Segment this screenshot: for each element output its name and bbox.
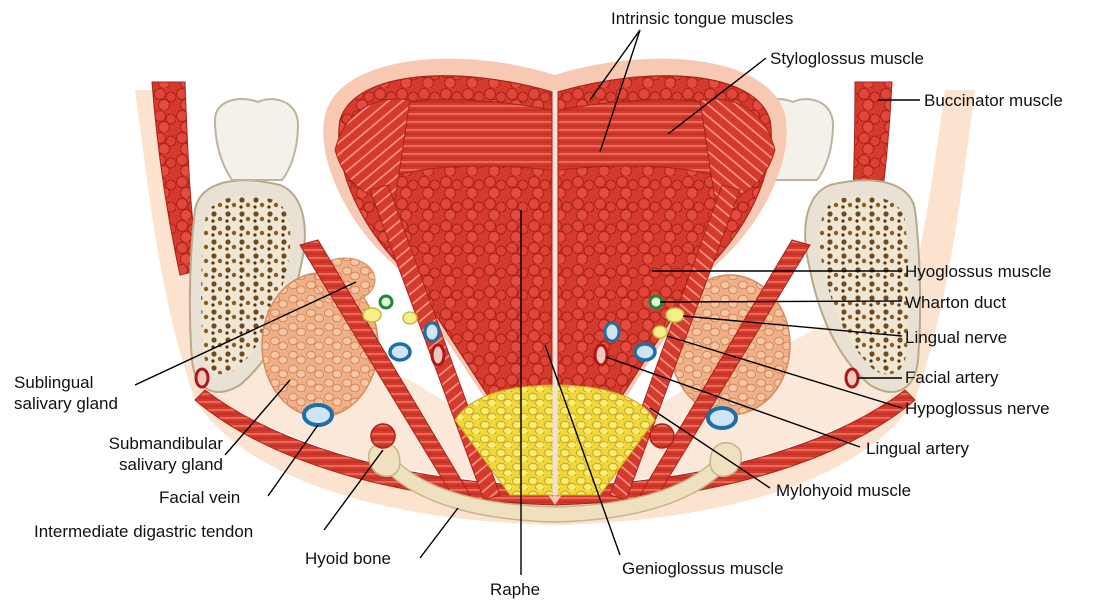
lingual-nerve-right: [666, 308, 684, 322]
vein-left-2: [390, 344, 410, 360]
label-submandibular-line1: Submandibular: [103, 433, 223, 454]
vein-right-3: [605, 323, 619, 341]
label-sublingual-line1: Sublingual: [14, 372, 118, 393]
facial-artery-right: [846, 369, 858, 387]
wharton-duct-left: [380, 296, 392, 308]
label-lingual-artery: Lingual artery: [866, 438, 969, 459]
label-intrinsic-tongue-muscles: Intrinsic tongue muscles: [611, 8, 793, 29]
tooth-left: [215, 99, 298, 180]
label-hyoid-bone: Hyoid bone: [305, 548, 391, 569]
facial-vein-right: [708, 408, 736, 428]
vein-left-3: [425, 323, 439, 341]
label-sublingual-line2: salivary gland: [14, 393, 118, 414]
label-buccinator-muscle: Buccinator muscle: [924, 90, 1063, 111]
label-mylohyoid-muscle: Mylohyoid muscle: [776, 480, 911, 501]
hypoglossal-nerve-right: [653, 326, 667, 338]
vein-right-2: [635, 344, 655, 360]
label-lingual-nerve: Lingual nerve: [905, 327, 1007, 348]
label-hyoglossus-muscle: Hyoglossus muscle: [905, 261, 1051, 282]
label-genioglossus-muscle: Genioglossus muscle: [622, 558, 784, 579]
label-hypoglossus-nerve: Hypoglossus nerve: [905, 398, 1050, 419]
digastric-tendon-left: [371, 424, 395, 448]
hypoglossal-nerve-left: [403, 312, 417, 324]
label-submandibular-line2: salivary gland: [103, 454, 223, 475]
label-intermediate-digastric-tendon: Intermediate digastric tendon: [34, 521, 253, 542]
label-facial-artery: Facial artery: [905, 367, 999, 388]
label-wharton-duct: Wharton duct: [905, 292, 1006, 313]
facial-vein-left: [304, 405, 332, 425]
label-submandibular-salivary-gland: Submandibular salivary gland: [103, 433, 223, 475]
lingual-artery-left: [432, 345, 444, 365]
label-facial-vein: Facial vein: [159, 487, 240, 508]
label-raphe: Raphe: [490, 579, 540, 600]
label-sublingual-salivary-gland: Sublingual salivary gland: [14, 372, 118, 414]
facial-artery-left: [196, 369, 208, 387]
lingual-nerve-left: [363, 308, 381, 322]
label-styloglossus-muscle: Styloglossus muscle: [770, 48, 924, 69]
digastric-tendon-right: [650, 424, 674, 448]
lingual-artery-right: [595, 345, 607, 365]
